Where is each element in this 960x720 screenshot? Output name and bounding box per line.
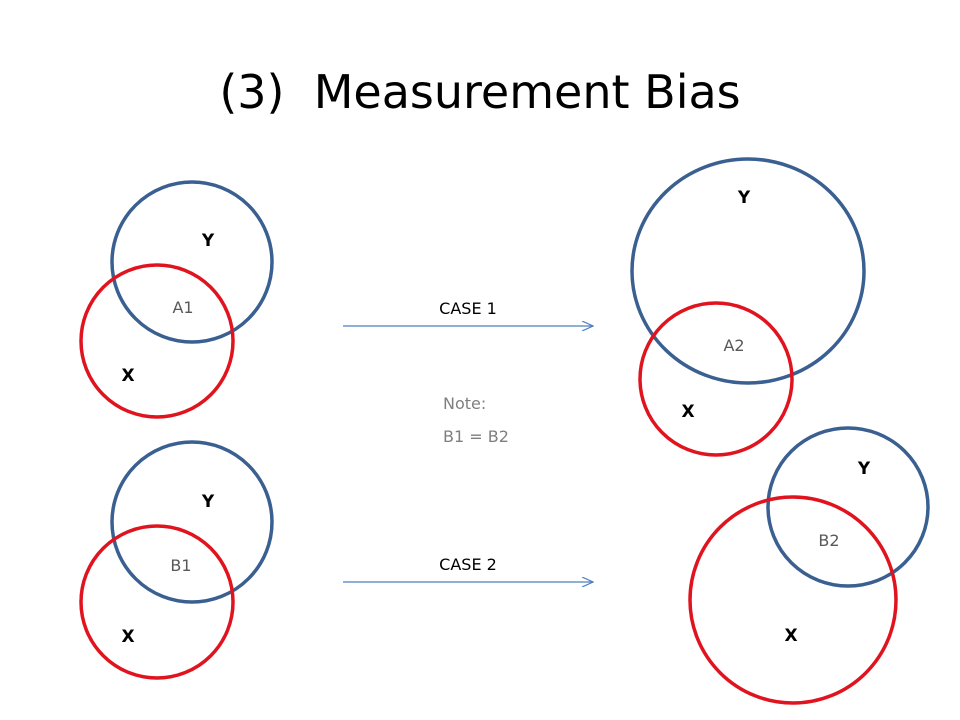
arrow-case2-label: CASE 2 — [439, 555, 497, 574]
venn-a2-x-label: X — [681, 402, 694, 422]
venn-a1-y-label: Y — [201, 231, 215, 251]
slide-title: (3) Measurement Bias — [219, 65, 741, 119]
venn-b1-region-label: B1 — [170, 556, 191, 575]
venn-b2-x-label: X — [784, 626, 797, 646]
venn-a2-y-circle — [630, 157, 866, 385]
venn-a1-x-label: X — [121, 366, 134, 386]
venn-b1-y-label: Y — [201, 492, 215, 512]
note: Note: B1 = B2 — [443, 394, 509, 446]
venn-b1-y-circle — [110, 440, 274, 604]
venn-b1: Y B1 X — [79, 440, 274, 680]
arrow-case1: CASE 1 — [343, 299, 593, 326]
venn-a2-x-circle — [638, 301, 794, 457]
venn-a2-region-label: A2 — [723, 336, 744, 355]
venn-b2-x-circle — [688, 495, 898, 705]
venn-b1-x-circle — [79, 524, 235, 680]
note-line2: B1 = B2 — [443, 427, 509, 446]
venn-b1-x-label: X — [121, 627, 134, 647]
arrow-case2: CASE 2 — [343, 555, 593, 582]
venn-a1-y-circle — [110, 180, 274, 344]
venn-a2: Y A2 X — [630, 157, 866, 457]
venn-a1: Y A1 X — [79, 180, 274, 419]
venn-b2-region-label: B2 — [818, 531, 839, 550]
arrow-case1-label: CASE 1 — [439, 299, 497, 318]
venn-b2-y-label: Y — [857, 459, 871, 479]
venn-b2: Y B2 X — [688, 426, 930, 705]
venn-a1-region-label: A1 — [172, 298, 193, 317]
venn-a2-y-label: Y — [737, 188, 751, 208]
venn-a1-x-circle — [79, 263, 235, 419]
venn-b2-y-circle — [766, 426, 930, 588]
note-line1: Note: — [443, 394, 486, 413]
